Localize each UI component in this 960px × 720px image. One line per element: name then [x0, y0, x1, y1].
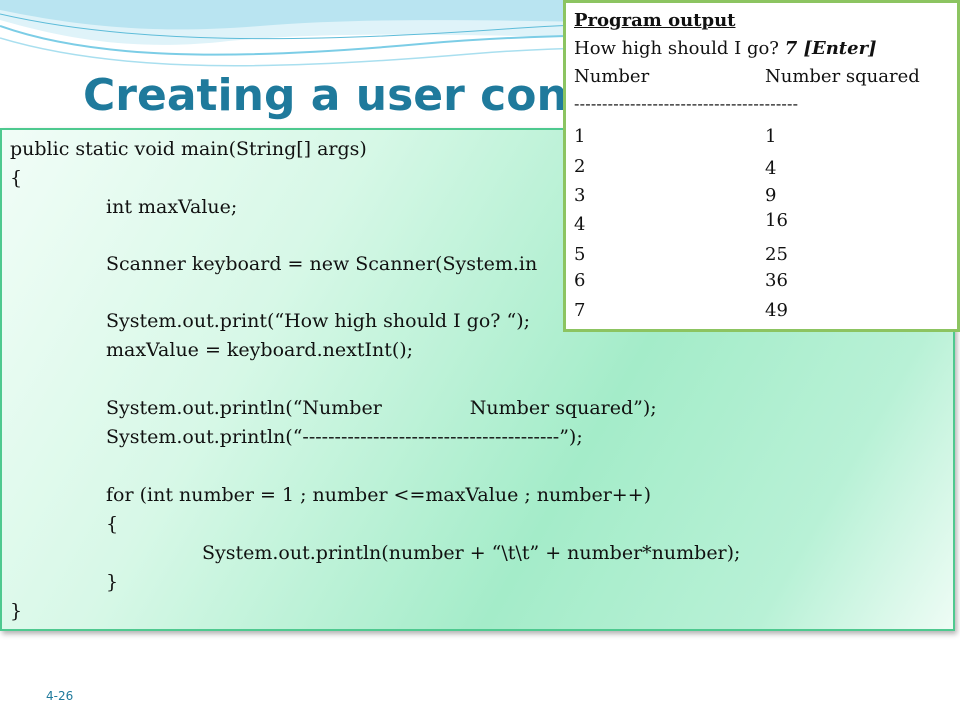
output-row-square: 4	[765, 158, 777, 179]
output-row-number: 1	[574, 126, 586, 147]
output-col2-header: Number squared	[765, 66, 920, 87]
code-line: {	[10, 167, 23, 189]
code-line-part: Number squared”);	[469, 397, 657, 419]
output-row-square: 36	[765, 270, 788, 291]
output-prompt: How high should I go?	[574, 38, 779, 59]
output-col1-header: Number	[574, 66, 650, 87]
output-row-number: 6	[574, 270, 586, 291]
output-row-number: 2	[574, 156, 586, 177]
output-row-number: 7	[574, 300, 586, 321]
output-user-input: 7 [Enter]	[784, 38, 877, 59]
program-output-panel: Program output How high should I go? 7 […	[563, 0, 960, 332]
code-line: Scanner keyboard = new Scanner(System.in	[106, 253, 538, 275]
code-line: public static void main(String[] args)	[10, 138, 367, 160]
code-line-part: System.out.println(“Number	[106, 397, 382, 419]
slide-title: Creating a user contro	[83, 70, 641, 121]
code-line: maxValue = keyboard.nextInt();	[106, 339, 414, 361]
output-row-square: 49	[765, 300, 788, 321]
code-line: System.out.println(number + “\t\t” + num…	[202, 542, 741, 564]
output-row-square: 9	[765, 185, 777, 206]
slide-number: 4-26	[46, 689, 74, 703]
output-divider: ----------------------------------------	[574, 94, 799, 113]
output-prompt-line: How high should I go? 7 [Enter]	[574, 37, 877, 61]
code-line: {	[106, 513, 119, 535]
output-row-number: 4	[574, 214, 586, 235]
code-line: int maxValue;	[106, 196, 238, 218]
code-line: System.out.println(“Number Number squared…	[106, 395, 657, 421]
code-line: System.out.print(“How high should I go? …	[106, 310, 531, 332]
output-row-square: 25	[765, 244, 788, 265]
output-row-number: 5	[574, 244, 586, 265]
code-line: for (int number = 1 ; number <=maxValue …	[106, 484, 652, 506]
output-heading: Program output	[574, 10, 736, 31]
code-line: }	[10, 600, 23, 622]
output-row-number: 3	[574, 185, 586, 206]
output-row-square: 1	[765, 126, 777, 147]
code-line: }	[106, 571, 119, 593]
code-line: System.out.println(“--------------------…	[106, 426, 583, 448]
output-row-square: 16	[765, 210, 788, 231]
